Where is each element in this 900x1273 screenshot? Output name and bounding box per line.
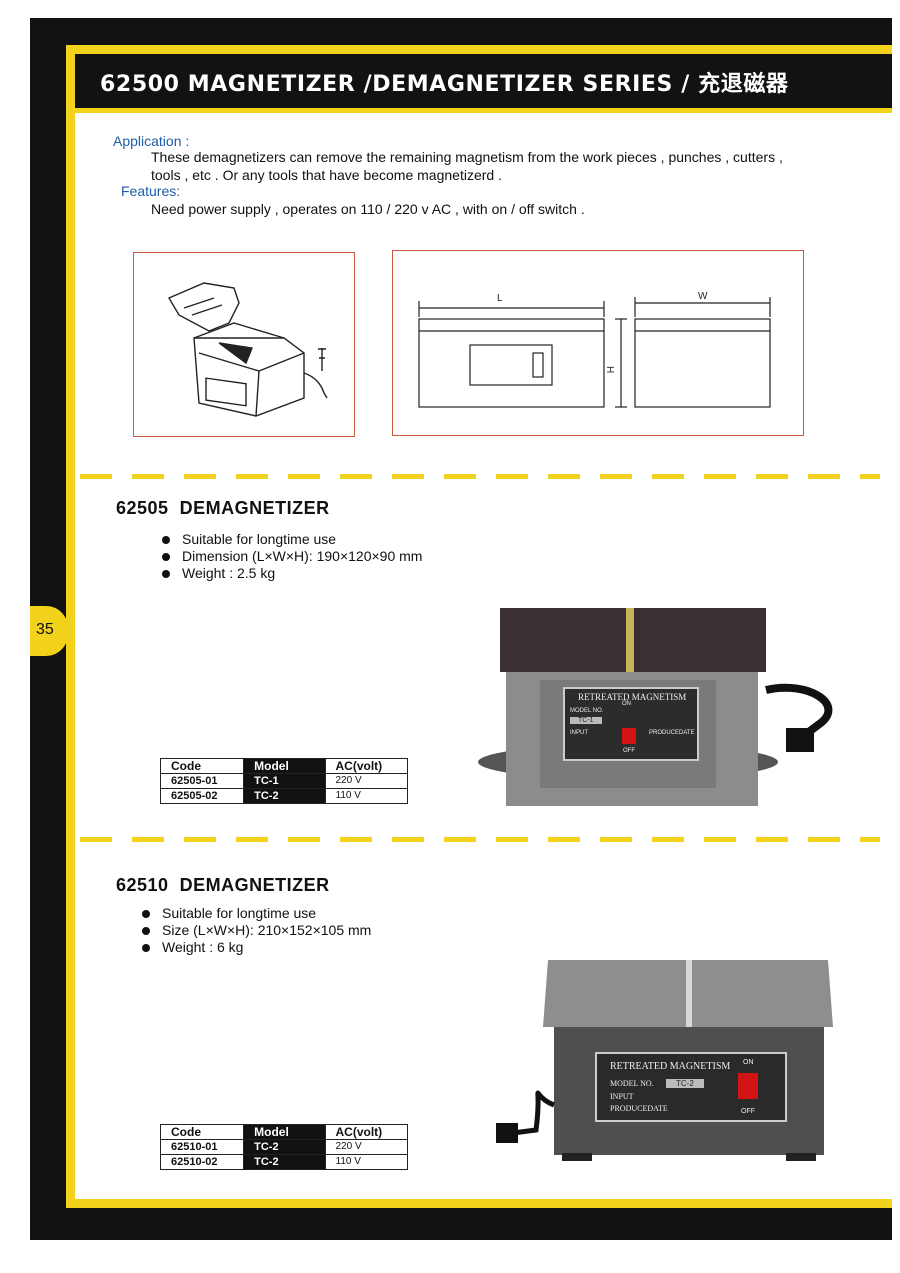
section-divider <box>80 837 880 842</box>
cell-voltage: 220 V <box>324 773 408 789</box>
features-text: Need power supply , operates on 110 / 22… <box>151 201 585 217</box>
product-features-list: Suitable for longtime use Size (L×W×H): … <box>142 905 371 956</box>
column-header-code: Code <box>159 758 245 774</box>
product-spec-table: Code Model AC(volt) 62505-01 TC-1 220 V … <box>159 758 408 804</box>
nameplate-on-label: ON <box>622 701 631 707</box>
cell-voltage: 110 V <box>324 1154 408 1170</box>
nameplate-input-label: INPUT <box>570 730 588 736</box>
cell-code: 62505-01 <box>159 773 245 789</box>
feature-item: Weight : 6 kg <box>142 939 371 956</box>
table-row: 62510-02 TC-2 110 V <box>159 1154 408 1170</box>
feature-item: Suitable for longtime use <box>162 531 422 548</box>
features-label: Features: <box>121 183 181 199</box>
nameplate-model-label: MODEL NO. <box>570 708 604 714</box>
demagnetizer-image <box>478 608 833 806</box>
product-photo-62505: RETREATED MAGNETISM ON MODEL NO. TC-1 IN… <box>478 600 840 810</box>
cell-voltage: 110 V <box>324 788 408 804</box>
width-label: W <box>698 291 708 302</box>
title-bar <box>75 54 892 108</box>
nameplate-input-label: INPUT <box>610 1092 634 1101</box>
nameplate-title: RETREATED MAGNETISM <box>578 692 687 702</box>
section-divider <box>80 474 880 479</box>
cell-model: TC-2 <box>243 788 326 804</box>
product-photo-62510: RETREATED MAGNETISM ON MODEL NO. TC-2 IN… <box>488 955 840 1165</box>
table-row: 62505-02 TC-2 110 V <box>159 788 408 804</box>
application-line-2: tools , etc . Or any tools that have bec… <box>151 167 502 183</box>
application-line-1: These demagnetizers can remove the remai… <box>151 149 783 165</box>
nameplate-model: TC-2 <box>666 1079 704 1088</box>
cell-code: 62505-02 <box>159 788 245 804</box>
feature-item: Weight : 2.5 kg <box>162 565 422 582</box>
cell-model: TC-2 <box>243 1154 326 1170</box>
cell-code: 62510-02 <box>159 1154 245 1170</box>
product-name: DEMAGNETIZER <box>179 498 330 518</box>
nameplate-off-label: OFF <box>741 1108 755 1115</box>
table-header-row: Code Model AC(volt) <box>159 1124 408 1140</box>
length-label: L <box>497 293 503 304</box>
column-header-model: Model <box>243 1124 326 1140</box>
dimension-drawing-lines: L W H <box>418 291 771 408</box>
page-number-tab <box>30 606 68 656</box>
nameplate-date-label: PRODUCEDATE <box>610 1104 668 1113</box>
nameplate-date-label: PRODUCEDATE <box>649 730 695 736</box>
page-title: 62500 MAGNETIZER /DEMAGNETIZER SERIES / … <box>100 72 789 97</box>
column-header-ac: AC(volt) <box>324 1124 408 1140</box>
usage-illustration <box>133 252 355 437</box>
product-code: 62505 <box>116 498 169 518</box>
demagnetizer-image <box>496 960 833 1161</box>
nameplate-model: TC-1 <box>570 717 602 724</box>
table-header-row: Code Model AC(volt) <box>159 758 408 774</box>
product-features-list: Suitable for longtime use Dimension (L×W… <box>162 531 422 582</box>
usage-illustration-drawing <box>167 282 328 417</box>
product-name: DEMAGNETIZER <box>179 875 330 895</box>
nameplate-on-label: ON <box>743 1059 754 1066</box>
feature-item: Size (L×W×H): 210×152×105 mm <box>142 922 371 939</box>
cell-model: TC-1 <box>243 773 326 789</box>
feature-item: Suitable for longtime use <box>142 905 371 922</box>
page-number: 35 <box>36 621 54 638</box>
product-heading-62505: 62505 DEMAGNETIZER <box>116 498 330 519</box>
dimension-drawing: L W H <box>392 250 804 436</box>
cell-code: 62510-01 <box>159 1139 245 1155</box>
column-header-code: Code <box>159 1124 245 1140</box>
nameplate-model-label: MODEL NO. <box>610 1079 654 1088</box>
height-label: H <box>604 366 615 373</box>
cell-model: TC-2 <box>243 1139 326 1155</box>
column-header-ac: AC(volt) <box>324 758 408 774</box>
column-header-model: Model <box>243 758 326 774</box>
feature-item: Dimension (L×W×H): 190×120×90 mm <box>162 548 422 565</box>
table-row: 62505-01 TC-1 220 V <box>159 773 408 789</box>
product-code: 62510 <box>116 875 169 895</box>
cell-voltage: 220 V <box>324 1139 408 1155</box>
nameplate-title: RETREATED MAGNETISM <box>610 1061 731 1072</box>
nameplate-off-label: OFF <box>623 748 635 754</box>
application-label: Application : <box>113 133 190 149</box>
table-row: 62510-01 TC-2 220 V <box>159 1139 408 1155</box>
product-heading-62510: 62510 DEMAGNETIZER <box>116 875 330 896</box>
product-spec-table: Code Model AC(volt) 62510-01 TC-2 220 V … <box>159 1124 408 1170</box>
